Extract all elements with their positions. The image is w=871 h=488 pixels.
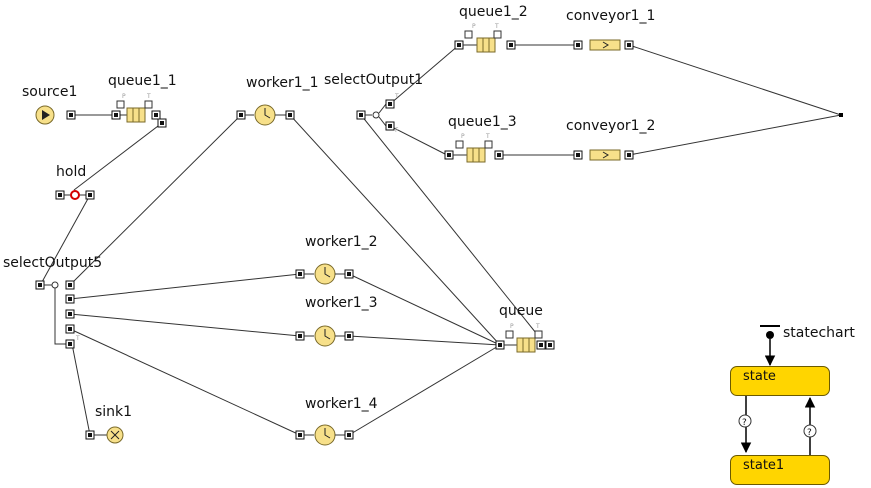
connector-selectOutput5-worker1_1[interactable] <box>69 114 242 286</box>
queue-p-marker: P <box>510 323 514 330</box>
worker1_4-block[interactable] <box>295 424 354 446</box>
selectOutput5-block[interactable] <box>35 280 75 349</box>
queue1_1-block[interactable] <box>111 100 167 128</box>
source1-block[interactable] <box>35 105 76 125</box>
state-name: state <box>743 369 776 384</box>
queue-icon <box>516 337 536 353</box>
selectOutput1-f-marker: F <box>395 127 399 134</box>
selectOutput1-label: selectOutput1 <box>324 72 424 88</box>
initial-state-dot <box>766 331 774 339</box>
selectOutput1-t-marker: T <box>394 93 399 100</box>
queue-block[interactable] <box>495 330 555 353</box>
connector-worker1_2-queue[interactable] <box>348 273 501 346</box>
queue1_2-p-marker: P <box>472 23 476 30</box>
queue1_1-p-marker: P <box>122 93 126 100</box>
queue1_2-label: queue1_2 <box>459 4 528 20</box>
select-output-icon <box>51 281 59 289</box>
connector-queue1_1-hold[interactable] <box>73 122 163 191</box>
hold-label: hold <box>56 164 87 180</box>
selectOutput5-label: selectOutput5 <box>3 255 103 271</box>
queue-t-marker: T <box>535 323 540 330</box>
connector-selectOutput1-queue1_3[interactable] <box>389 125 448 156</box>
sink1-label: sink1 <box>95 404 133 420</box>
worker1_1-block[interactable] <box>236 104 295 126</box>
hold-block[interactable] <box>55 190 95 200</box>
connector-queue-selectOutput1[interactable] <box>360 114 541 339</box>
transition-guard-icon <box>738 414 752 428</box>
hold-icon <box>70 190 80 200</box>
conveyor-icon <box>589 39 621 51</box>
queue1_3-block[interactable] <box>444 140 504 163</box>
worker1_1-label: worker1_1 <box>246 75 319 91</box>
conveyor-icon <box>589 149 621 161</box>
queue1_3-t-marker: T <box>485 133 490 140</box>
connectors <box>41 44 842 436</box>
queue1_1-t-marker: T <box>146 93 151 100</box>
queue-icon <box>126 107 146 123</box>
connector-selectOutput1-queue1_2[interactable] <box>389 44 460 105</box>
connector-selectOutput5-worker1_2[interactable] <box>69 273 301 300</box>
queue-icon <box>476 37 496 53</box>
queue1_2-block[interactable] <box>454 30 516 53</box>
queue1_2-t-marker: T <box>494 23 499 30</box>
worker1_4-label: worker1_4 <box>305 396 378 412</box>
conveyor1_2-block[interactable] <box>573 149 634 161</box>
queue1_1-label: queue1_1 <box>108 73 177 89</box>
svg-text:?: ? <box>742 418 747 428</box>
port-markers: P T P T P T P T T F T <box>75 23 540 342</box>
worker1_2-label: worker1_2 <box>305 234 378 250</box>
connector-worker1_4-queue[interactable] <box>348 344 501 436</box>
queue-icon <box>466 147 486 163</box>
queue1_3-p-marker: P <box>461 133 465 140</box>
selectOutput5-t-marker: T <box>75 335 80 342</box>
svg-text:?: ? <box>807 428 812 438</box>
statechart-label: statechart <box>783 325 855 341</box>
source1-label: source1 <box>22 84 78 100</box>
select-output-icon <box>372 111 380 119</box>
connector-selectOutput5-worker1_4[interactable] <box>69 328 301 436</box>
worker1_2-block[interactable] <box>295 263 354 285</box>
conveyor1_1-block[interactable] <box>573 39 634 51</box>
state1-box[interactable]: state1 <box>730 455 830 485</box>
worker1_3-block[interactable] <box>295 325 354 347</box>
worker1_3-label: worker1_3 <box>305 295 378 311</box>
queue1_3-label: queue1_3 <box>448 114 517 130</box>
state-box[interactable]: state <box>730 366 830 396</box>
connector-selectOutput5-sink1[interactable] <box>71 343 91 436</box>
transition-guard-icon <box>803 424 817 438</box>
statechart-diagram[interactable]: ? ? <box>738 325 817 455</box>
selectOutput1-block[interactable] <box>356 99 395 131</box>
connector-worker1_3-queue[interactable] <box>348 335 501 346</box>
connector-conveyor1_1-end[interactable] <box>628 44 842 116</box>
connector-conveyor1_2-end[interactable] <box>628 114 842 156</box>
connector-selectOutput5-worker1_3[interactable] <box>69 313 301 337</box>
connector-worker1_1-queue[interactable] <box>289 114 501 346</box>
state1-name: state1 <box>743 458 785 473</box>
conveyor1_2-label: conveyor1_2 <box>566 118 656 134</box>
sink1-block[interactable] <box>85 426 124 444</box>
connector-hold-selectOutput5[interactable] <box>41 194 91 283</box>
conveyor1_1-label: conveyor1_1 <box>566 8 656 24</box>
queue-label: queue <box>499 303 543 319</box>
connector-junction-point <box>839 113 843 117</box>
